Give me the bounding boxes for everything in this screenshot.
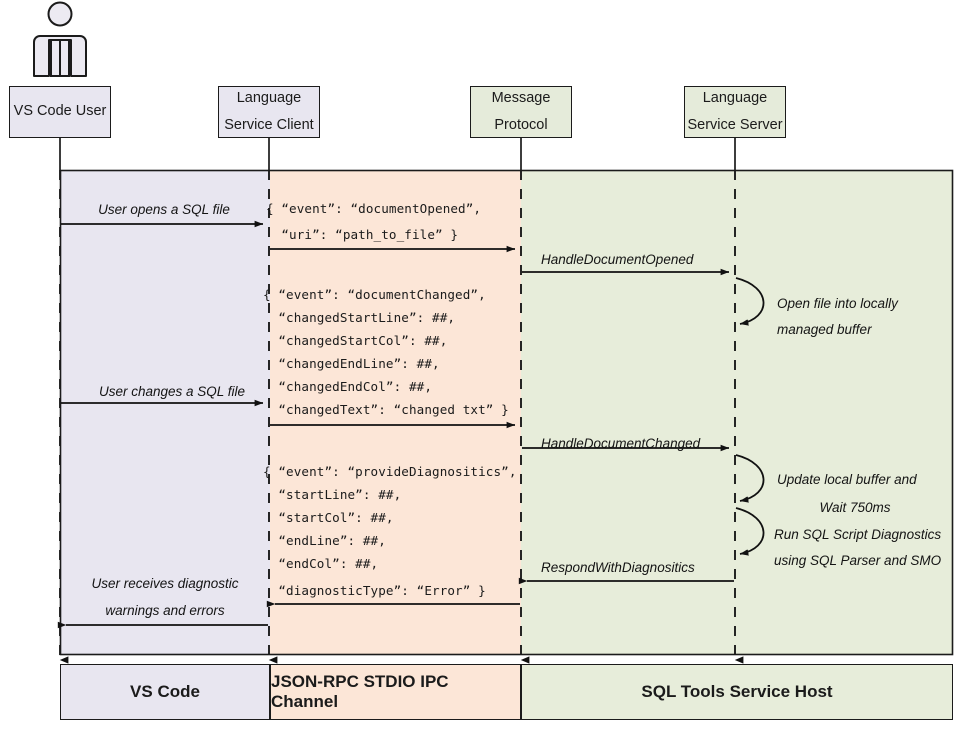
lifeline-label-line2: Protocol xyxy=(494,116,548,133)
payload-document-changed-line6: “changedText”: “changed txt” } xyxy=(263,402,509,417)
lifeline-box-vscode-user[interactable]: VS Code User xyxy=(9,86,111,138)
payload-provide-diagnositics-line4: “endLine”: ##, xyxy=(263,533,386,548)
lifeline-label-line1: Language xyxy=(702,90,768,107)
message-label-user-receives-diagnostics-line1: User receives diagnostic xyxy=(91,576,239,591)
footer-label-sql-tools: SQL Tools Service Host xyxy=(641,682,833,701)
band-jsonrpc xyxy=(270,170,521,655)
payload-document-changed-line5: “changedEndCol”: ##, xyxy=(263,379,433,394)
self-message-label-run-diagnostics-line2: using SQL Parser and SMO xyxy=(774,553,942,568)
self-message-label-open-file-buffer-line2: managed buffer xyxy=(777,322,872,337)
band-sql-tools xyxy=(521,170,953,655)
payload-document-changed-line2: “changedStartLine”: ##, xyxy=(263,310,456,325)
payload-document-changed-line1: { “event”: “documentChanged”, xyxy=(263,287,486,302)
payload-provide-diagnositics-line3: “startCol”: ##, xyxy=(263,510,394,525)
payload-provide-diagnositics-line5: “endCol”: ##, xyxy=(263,556,379,571)
lifeline-box-language-server[interactable]: Language Service Server xyxy=(684,86,786,138)
payload-document-opened-line1: { “event”: “documentOpened”, xyxy=(266,201,482,216)
payload-provide-diagnositics-line2: “startLine”: ##, xyxy=(263,487,402,502)
payload-document-changed-line4: “changedEndLine”: ##, xyxy=(263,356,440,371)
lifeline-box-message-protocol[interactable]: Message Protocol xyxy=(470,86,572,138)
lifeline-label-line1: VS Code User xyxy=(13,103,107,120)
message-label-handle-document-changed: HandleDocumentChanged xyxy=(541,436,701,451)
footer-cell-sql-tools[interactable]: SQL Tools Service Host xyxy=(521,664,953,720)
footer-cell-jsonrpc[interactable]: JSON-RPC STDIO IPC Channel xyxy=(270,664,521,720)
self-message-label-update-buffer-line2: Wait 750ms xyxy=(819,500,891,515)
message-label-user-changes-file: User changes a SQL file xyxy=(98,384,246,399)
footer-label-jsonrpc: JSON-RPC STDIO IPC Channel xyxy=(271,672,449,711)
band-vs-code xyxy=(60,170,270,655)
lifeline-label-line2: Service Server xyxy=(687,116,783,133)
footer-label-vs-code: VS Code xyxy=(130,682,200,701)
message-label-user-opens-file: User opens a SQL file xyxy=(98,202,230,217)
payload-document-opened-line2: “uri”: “path_to_file” } xyxy=(266,227,459,242)
message-label-user-receives-diagnostics-line2: warnings and errors xyxy=(105,603,225,618)
self-message-label-open-file-buffer-line1: Open file into locally xyxy=(777,296,898,311)
payload-document-changed-line3: “changedStartCol”: ##, xyxy=(263,333,448,348)
lifeline-label-line1: Language xyxy=(236,90,302,107)
lifeline-box-language-client[interactable]: Language Service Client xyxy=(218,86,320,138)
payload-provide-diagnositics-line1: { “event”: “provideDiagnositics”, xyxy=(263,464,517,479)
footer-cell-vs-code[interactable]: VS Code xyxy=(60,664,270,720)
message-label-handle-document-opened: HandleDocumentOpened xyxy=(541,252,694,267)
message-label-respond-with-diagnositics: RespondWithDiagnositics xyxy=(541,560,695,575)
payload-provide-diagnositics-line6: “diagnosticType”: “Error” } xyxy=(263,583,486,598)
self-message-label-update-buffer-line1: Update local buffer and xyxy=(777,472,917,487)
lifeline-label-line1: Message xyxy=(491,90,551,107)
self-message-label-run-diagnostics-line1: Run SQL Script Diagnostics xyxy=(774,527,942,542)
lifeline-label-line2: Service Client xyxy=(224,116,314,133)
